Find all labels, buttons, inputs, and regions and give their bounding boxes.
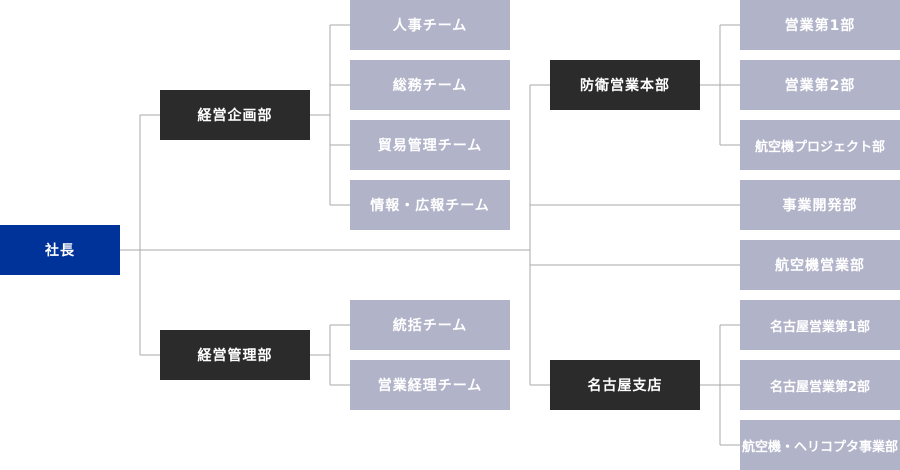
aviation-sales-dept-box: 航空機営業部: [740, 240, 900, 290]
trade-control-team-box: 貿易管理チーム: [350, 120, 510, 170]
sales-dept-1-box: 営業第1部: [740, 0, 900, 50]
planning-division-box: 経営企画部: [160, 90, 310, 140]
sales-accounting-team-box: 営業経理チーム: [350, 360, 510, 410]
defense-sales-division-box: 防衛営業本部: [550, 60, 700, 110]
general-control-team-box: 統括チーム: [350, 300, 510, 350]
sales-dept-2-box: 営業第2部: [740, 60, 900, 110]
nagoya-sales-dept-2-box: 名古屋営業第2部: [740, 360, 900, 410]
president-box: 社長: [0, 225, 120, 275]
business-development-dept-box: 事業開発部: [740, 180, 900, 230]
aircraft-helicopter-division-box: 航空機・ヘリコプタ事業部: [740, 420, 900, 470]
general-affairs-team-box: 総務チーム: [350, 60, 510, 110]
info-pr-team-box: 情報・広報チーム: [350, 180, 510, 230]
management-division-box: 経営管理部: [160, 330, 310, 380]
hr-team-box: 人事チーム: [350, 0, 510, 50]
nagoya-sales-dept-1-box: 名古屋営業第1部: [740, 300, 900, 350]
aircraft-project-dept-box: 航空機プロジェクト部: [740, 120, 900, 170]
nagoya-branch-box: 名古屋支店: [550, 360, 700, 410]
